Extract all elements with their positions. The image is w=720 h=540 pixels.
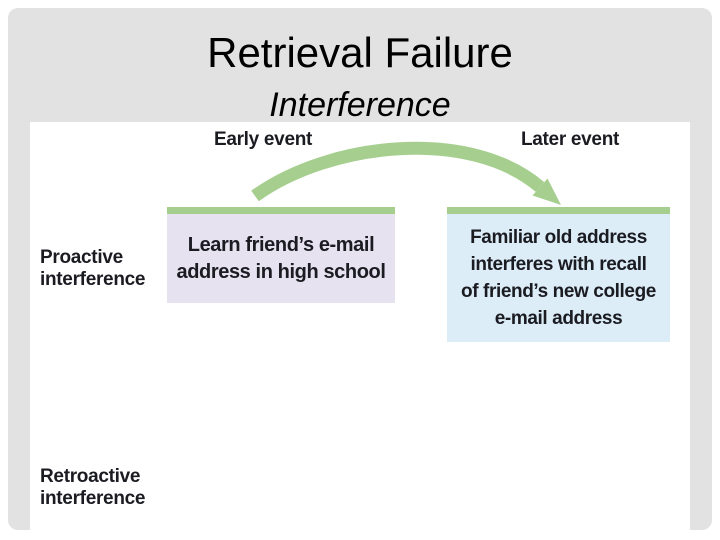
interference-diagram: Early event Later event Proactive interf… bbox=[30, 122, 690, 540]
proactive-interference-label: Proactive interference bbox=[40, 247, 145, 291]
retroactive-label-line1: Retroactive bbox=[40, 466, 141, 487]
proactive-arrow-icon bbox=[251, 141, 561, 205]
later-box-line: Familiar old address bbox=[470, 227, 647, 248]
proactive-label-line1: Proactive bbox=[40, 247, 123, 268]
later-box-line: interferes with recall bbox=[470, 254, 647, 275]
proactive-label-line2: interference bbox=[40, 269, 146, 290]
early-box-line: address in high school bbox=[176, 260, 386, 283]
early-event-label: Early event bbox=[213, 129, 313, 150]
later-box-line: e-mail address bbox=[494, 308, 623, 329]
later-box-line: of friend’s new college bbox=[461, 281, 656, 302]
early-box-line: Learn friend’s e-mail bbox=[187, 233, 375, 256]
later-event-label: Later event bbox=[520, 129, 620, 150]
page-title: Retrieval Failure bbox=[207, 29, 513, 76]
slide: Retrieval Failure Interference Early eve… bbox=[8, 8, 712, 540]
retroactive-interference-label: Retroactive interference bbox=[40, 466, 145, 510]
early-event-box: Learn friend’s e-mail address in high sc… bbox=[167, 207, 395, 303]
page-subtitle: Interference bbox=[269, 86, 451, 124]
retroactive-label-line2: interference bbox=[40, 488, 146, 509]
later-event-box: Familiar old address interferes with rec… bbox=[447, 207, 670, 342]
